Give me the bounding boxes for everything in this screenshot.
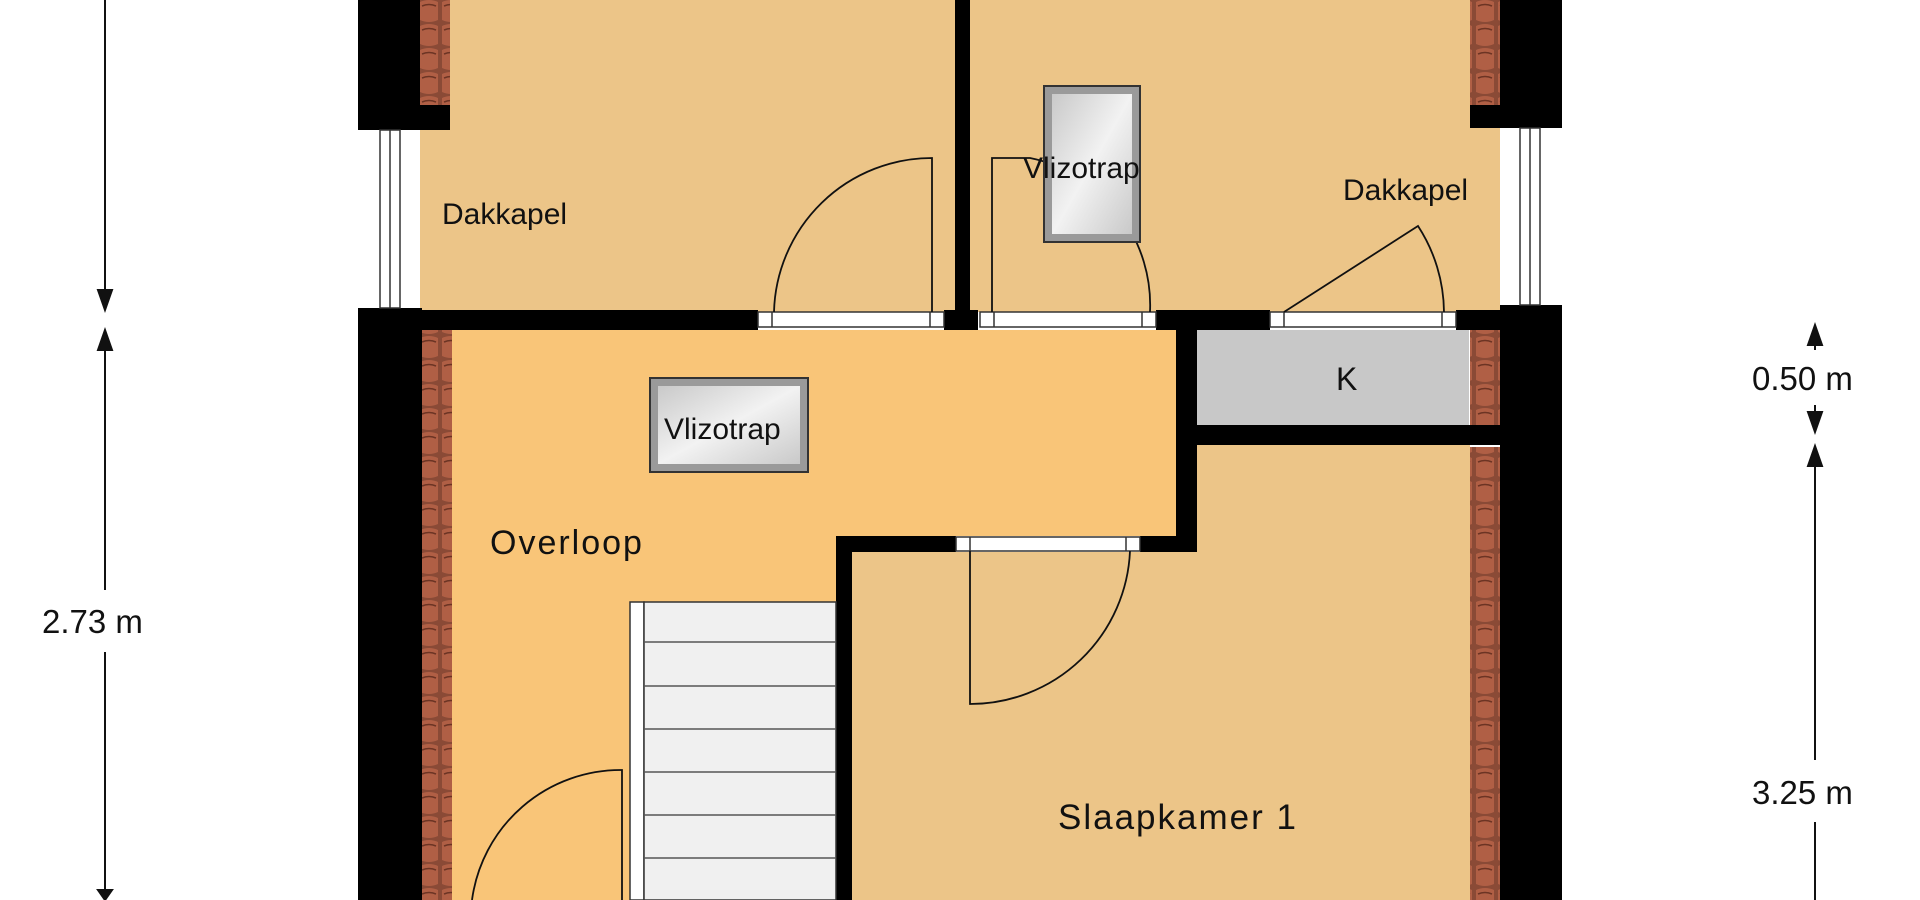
wall: [422, 310, 758, 330]
roof-tile-strip: [1470, 447, 1500, 900]
wall: [1176, 425, 1500, 445]
windows: [379, 127, 1541, 309]
bedroom-floor: [852, 445, 1470, 900]
wall: [420, 105, 450, 130]
wall: [1156, 310, 1270, 330]
dimension-labels: 2.73 m 0.50 m 3.25 m: [42, 360, 1853, 811]
roof-tile-strip: [1470, 0, 1500, 105]
door-swing: [1283, 224, 1445, 313]
dimension-lines: [96, 0, 1824, 900]
wall: [1470, 105, 1500, 128]
wall: [1500, 305, 1562, 900]
dimension-right-small: 0.50 m: [1752, 360, 1853, 397]
stair-flight: [643, 601, 837, 900]
staircase: [629, 601, 837, 900]
wall: [836, 536, 956, 552]
label-overloop: Overloop: [490, 524, 644, 562]
wall: [944, 310, 978, 330]
label-vlizotrap-landing: Vlizotrap: [664, 413, 781, 446]
door-swing: [773, 157, 933, 313]
wall: [358, 0, 420, 130]
room-labels: Dakkapel Dakkapel Vlizotrap Vlizotrap Ov…: [442, 152, 1468, 837]
wall: [836, 536, 852, 900]
cupboard-floor: [1197, 330, 1469, 425]
walls: [358, 0, 1562, 900]
dakkapel-left-floor: [420, 0, 955, 312]
roof-tiles: [420, 0, 1500, 900]
door-swing: [471, 769, 623, 900]
door-sills: [757, 311, 1457, 552]
label-vlizotrap-top: Vlizotrap: [1023, 152, 1140, 185]
label-dakkapel-left: Dakkapel: [442, 198, 567, 231]
wall: [1456, 310, 1500, 330]
roof-tile-strip: [422, 330, 452, 900]
door-swing: [969, 550, 1131, 705]
label-cupboard: K: [1336, 361, 1357, 397]
wall: [1500, 0, 1562, 128]
attic-hatches: [649, 85, 1141, 473]
roof-tile-strip: [420, 0, 450, 105]
wall: [1140, 536, 1196, 552]
stair-rail: [629, 601, 645, 900]
wall: [358, 308, 422, 900]
dimension-left: 2.73 m: [42, 603, 143, 640]
label-dakkapel-right: Dakkapel: [1343, 174, 1468, 207]
label-slaapkamer-1: Slaapkamer 1: [1058, 798, 1298, 837]
roof-tile-strip: [1470, 330, 1500, 430]
dimension-right-large: 3.25 m: [1752, 774, 1853, 811]
wall: [955, 0, 970, 330]
